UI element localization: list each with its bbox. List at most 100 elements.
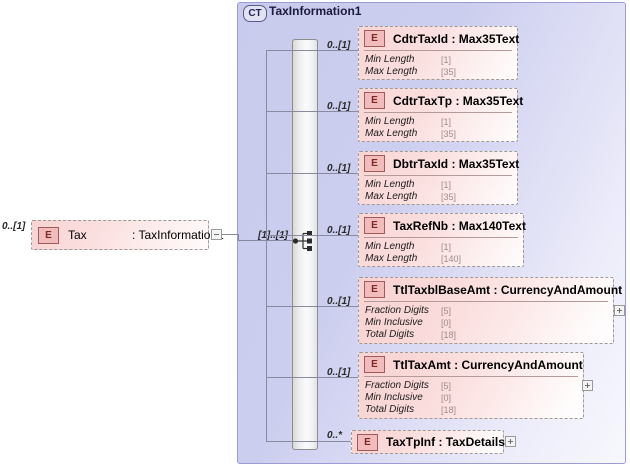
element-badge-icon: E bbox=[364, 30, 385, 47]
cardinality-label-cdtrtaxtp: 0..[1] bbox=[327, 101, 351, 112]
collapse-toggle-root[interactable] bbox=[211, 229, 222, 240]
facet-row: Min Length [1] bbox=[365, 116, 513, 128]
facet-list-cdtrtaxid: Min Length [1] Max Length [35] bbox=[365, 54, 513, 78]
element-name: TtlTaxblBaseAmt bbox=[393, 282, 491, 297]
facet-list-ttltaxamt: Fraction Digits [5] Min Inclusive [0] To… bbox=[365, 380, 579, 416]
facet-label: Fraction Digits bbox=[365, 380, 429, 391]
wire-branch-6 bbox=[266, 441, 351, 442]
facet-list-ttltaxblbaseamt: Fraction Digits [5] Min Inclusive [0] To… bbox=[365, 305, 609, 341]
facet-row: Max Length [140] bbox=[365, 253, 519, 265]
facet-label: Total Digits bbox=[365, 404, 415, 415]
element-box-ttltaxamt[interactable]: E TtlTaxAmt : CurrencyAndAmount Fraction… bbox=[358, 352, 584, 419]
facet-label: Max Length bbox=[365, 66, 418, 77]
facet-value: [18] bbox=[441, 405, 457, 415]
facet-value: [18] bbox=[441, 330, 457, 340]
facet-row: Max Length [35] bbox=[365, 66, 513, 78]
element-name: DbtrTaxId bbox=[393, 156, 449, 171]
facet-label: Min Inclusive bbox=[365, 317, 423, 328]
element-separator bbox=[364, 175, 512, 176]
wire-root-to-container bbox=[222, 234, 238, 235]
element-type: : TaxDetails bbox=[438, 435, 505, 449]
element-name: TaxRefNb bbox=[393, 218, 449, 233]
element-type: : CurrencyAndAmount bbox=[493, 282, 623, 297]
facet-value: [5] bbox=[441, 381, 452, 391]
wire-branch-3 bbox=[266, 235, 358, 236]
facet-value: [0] bbox=[441, 318, 452, 328]
root-element-type: : TaxInformation1 bbox=[132, 228, 224, 242]
element-box-cdtrtaxtp[interactable]: E CdtrTaxTp : Max35Text Min Length [1] M… bbox=[358, 88, 523, 142]
expand-toggle-ttltaxamt[interactable] bbox=[582, 380, 593, 391]
facet-row: Min Inclusive [0] bbox=[365, 317, 609, 329]
facet-row: Total Digits [18] bbox=[365, 329, 609, 341]
wire-branch-trunk bbox=[266, 50, 267, 441]
facet-label: Min Length bbox=[365, 54, 415, 65]
element-badge-icon: E bbox=[364, 92, 385, 109]
expand-toggle-taxtpinf[interactable] bbox=[505, 436, 516, 447]
wire-branch-4 bbox=[266, 306, 358, 307]
facet-row: Max Length [35] bbox=[365, 191, 513, 203]
root-element-tax[interactable]: E Tax : TaxInformation1 bbox=[31, 220, 224, 250]
wire-branch-1 bbox=[266, 111, 358, 112]
facet-value: [35] bbox=[441, 129, 457, 139]
facet-label: Max Length bbox=[365, 128, 418, 139]
cardinality-label-dbtrtaxid: 0..[1] bbox=[327, 163, 351, 174]
facet-row: Min Length [1] bbox=[365, 241, 519, 253]
root-element-name: Tax bbox=[68, 228, 87, 242]
facet-row: Fraction Digits [5] bbox=[365, 305, 609, 317]
facet-value: [1] bbox=[441, 242, 452, 252]
facet-value: [1] bbox=[441, 55, 452, 65]
element-type: : CurrencyAndAmount bbox=[454, 357, 583, 372]
facet-list-taxrefnb: Min Length [1] Max Length [140] bbox=[365, 241, 519, 265]
facet-row: Min Length [1] bbox=[365, 54, 513, 66]
facet-value: [0] bbox=[441, 393, 452, 403]
element-name: TtlTaxAmt bbox=[393, 357, 451, 372]
facet-value: [35] bbox=[441, 192, 457, 202]
element-box-taxtpinf[interactable]: E TaxTpInf : TaxDetails bbox=[351, 430, 505, 454]
element-header-cdtrtaxtp: E CdtrTaxTp : Max35Text bbox=[359, 89, 523, 112]
element-type: : Max140Text bbox=[451, 218, 526, 233]
facet-row: Min Length [1] bbox=[365, 179, 513, 191]
element-badge-icon: E bbox=[357, 433, 378, 451]
facet-value: [1] bbox=[441, 117, 452, 127]
element-box-ttltaxblbaseamt[interactable]: E TtlTaxblBaseAmt : CurrencyAndAmount Fr… bbox=[358, 277, 622, 344]
element-label-cdtrtaxtp: CdtrTaxTp : Max35Text bbox=[393, 94, 523, 108]
wire-container-riser bbox=[238, 234, 239, 241]
cardinality-label-cdtrtaxid: 0..[1] bbox=[327, 40, 351, 51]
element-label-cdtrtaxid: CdtrTaxId : Max35Text bbox=[393, 32, 519, 46]
facet-label: Min Length bbox=[365, 179, 415, 190]
element-name: TaxTpInf bbox=[386, 435, 436, 449]
element-badge-icon: E bbox=[364, 356, 385, 373]
complex-type-title: TaxInformation1 bbox=[269, 4, 362, 18]
sequence-icon[interactable] bbox=[292, 230, 318, 252]
facet-label: Max Length bbox=[365, 253, 418, 264]
facet-list-dbtrtaxid: Min Length [1] Max Length [35] bbox=[365, 179, 513, 203]
element-header-taxtpinf: E TaxTpInf : TaxDetails bbox=[352, 431, 505, 453]
element-box-taxrefnb[interactable]: E TaxRefNb : Max140Text Min Length [1] M… bbox=[358, 213, 526, 267]
element-header-cdtrtaxid: E CdtrTaxId : Max35Text bbox=[359, 27, 519, 50]
cardinality-label-ttltaxamt: 0..[1] bbox=[327, 367, 351, 378]
element-box-dbtrtaxid[interactable]: E DbtrTaxId : Max35Text Min Length [1] M… bbox=[358, 151, 519, 205]
element-separator bbox=[364, 301, 608, 302]
facet-row: Min Inclusive [0] bbox=[365, 392, 579, 404]
element-badge-icon: E bbox=[364, 217, 385, 234]
facet-row: Max Length [35] bbox=[365, 128, 513, 140]
facet-label: Min Length bbox=[365, 241, 415, 252]
facet-label: Max Length bbox=[365, 191, 418, 202]
element-separator bbox=[364, 376, 578, 377]
facet-label: Total Digits bbox=[365, 329, 415, 340]
element-box-cdtrtaxid[interactable]: E CdtrTaxId : Max35Text Min Length [1] M… bbox=[358, 26, 519, 80]
element-label-taxtpinf: TaxTpInf : TaxDetails bbox=[386, 435, 505, 449]
element-badge-icon: E bbox=[364, 155, 385, 172]
wire-branch-0 bbox=[266, 50, 358, 51]
root-cardinality-label: 0..[1] bbox=[2, 221, 26, 232]
expand-toggle-ttltaxblbaseamt[interactable] bbox=[614, 305, 625, 316]
element-badge-icon: E bbox=[38, 226, 59, 244]
element-type: : Max35Text bbox=[451, 31, 520, 46]
element-label-taxrefnb: TaxRefNb : Max140Text bbox=[393, 219, 526, 233]
facet-row: Total Digits [18] bbox=[365, 404, 579, 416]
element-label-dbtrtaxid: DbtrTaxId : Max35Text bbox=[393, 157, 519, 171]
element-name: CdtrTaxTp bbox=[393, 93, 453, 108]
wire-branch-2 bbox=[266, 173, 358, 174]
element-type: : Max35Text bbox=[451, 156, 520, 171]
